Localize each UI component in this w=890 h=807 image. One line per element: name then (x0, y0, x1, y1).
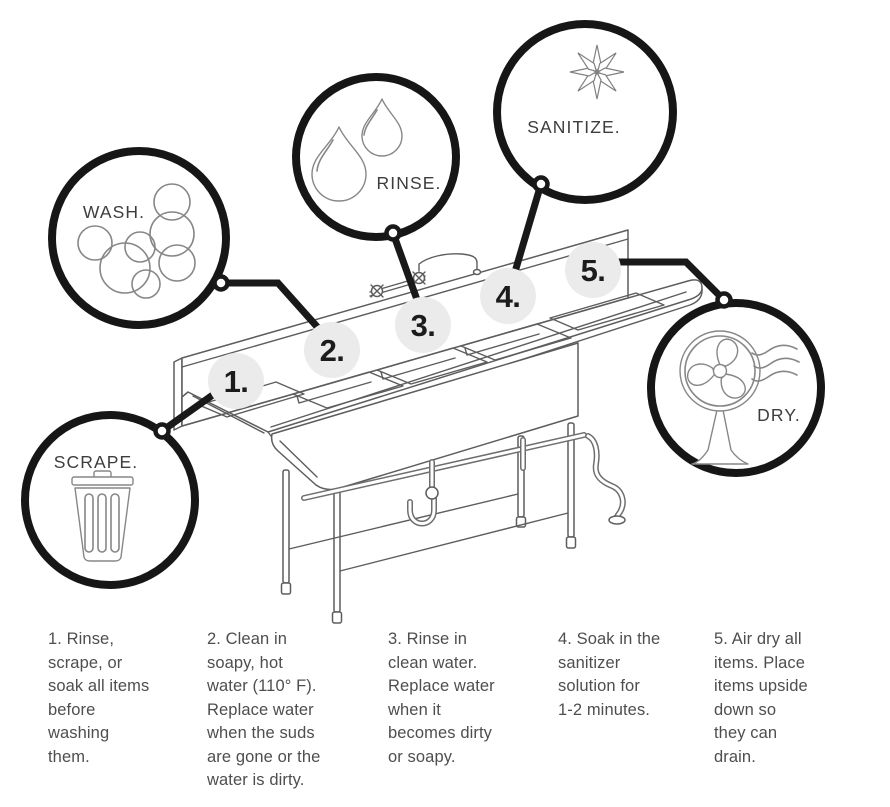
sink-illustration (173, 229, 703, 624)
badge-3-number: 3. (411, 308, 436, 343)
trash-can-icon (71, 470, 134, 562)
step-description-4: 4. Soak in the sanitizer solution for 1-… (558, 630, 661, 719)
connector-dry (600, 258, 727, 303)
step-description-5: 5. Air dry all items. Place items upside… (714, 630, 808, 766)
step-circle-sanitize: SANITIZE. (493, 20, 677, 204)
connector-dot-rinse (384, 224, 402, 242)
sink-faucet (369, 253, 482, 298)
connector-sanitize (508, 183, 545, 283)
step-circle-wash: WASH. (48, 147, 230, 329)
badge-1-number: 1. (224, 364, 249, 399)
step-badge-3: 3. (395, 297, 451, 353)
connectors (153, 175, 733, 440)
badge-2-number: 2. (320, 333, 345, 368)
badge-5-number: 5. (581, 253, 606, 288)
sink-basins (292, 323, 572, 409)
step-badge-2: 2. (304, 322, 360, 378)
connector-dot-dry (715, 291, 733, 309)
dry-label: DRY. (757, 405, 801, 425)
step-badge-1: 1. (208, 353, 264, 409)
sink-drain-pipes (301, 432, 626, 527)
step-circle-scrape: SCRAPE. (21, 411, 199, 589)
connector-dot-sanitize (532, 175, 550, 193)
step-circle-dry: DRY. (647, 299, 825, 477)
step-circle-rinse: RINSE. (292, 73, 460, 241)
rinse-label: RINSE. (377, 173, 442, 193)
connector-dot-wash (212, 274, 230, 292)
fan-icon (679, 330, 800, 465)
connector-dot-scrape (153, 422, 171, 440)
sanitize-label: SANITIZE. (527, 117, 621, 137)
connector-rinse (389, 231, 424, 310)
soap-bubbles-icon (77, 183, 196, 299)
step-badge-4: 4. (480, 268, 536, 324)
step-description-3: 3. Rinse in clean water. Replace water w… (388, 630, 495, 766)
step-description-2: 2. Clean in soapy, hot water (110° F). R… (207, 630, 321, 789)
sink-drainboard-right (549, 292, 665, 331)
water-drops-icon (311, 98, 403, 202)
wash-label: WASH. (83, 202, 145, 222)
step-description-1: 1. Rinse, scrape, or soak all items befo… (48, 630, 150, 766)
step-badges: 1. 2. 3. 4. 5. (208, 242, 621, 409)
sink-legs (280, 422, 577, 624)
scrape-label: SCRAPE. (54, 452, 139, 472)
step-badge-5: 5. (565, 242, 621, 298)
badge-4-number: 4. (496, 279, 521, 314)
sparkle-icon (569, 44, 625, 100)
connector-wash (221, 279, 323, 333)
